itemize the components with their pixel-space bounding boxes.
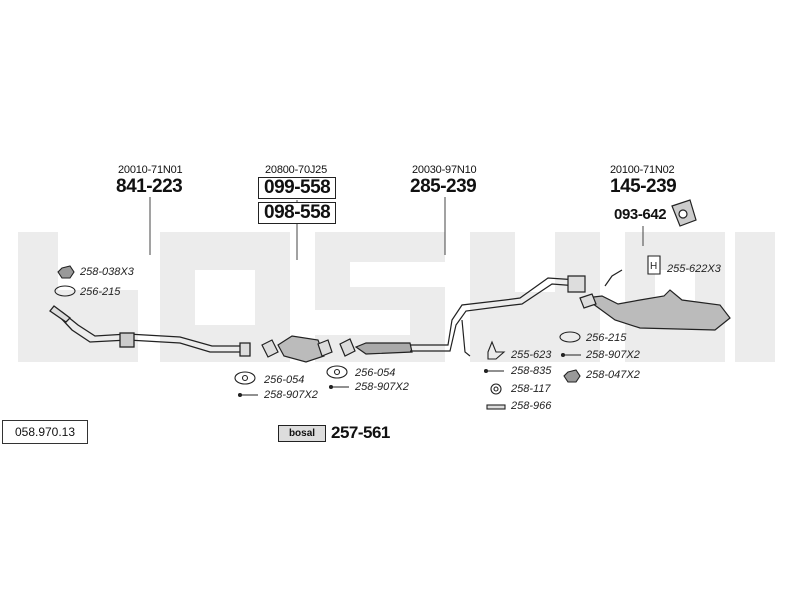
rubber-hanger-icon [671, 199, 697, 227]
part-number[interactable]: 285-239 [410, 176, 477, 197]
fitting-label[interactable]: 256-054 [355, 367, 396, 379]
gasket-flange-icon [234, 371, 256, 385]
fitting-label[interactable]: 256-215 [586, 332, 627, 344]
rear-silencer [579, 269, 731, 331]
catalytic-converter [261, 335, 333, 363]
fitting-label[interactable]: 258-907X2 [586, 349, 640, 361]
ring-icon [490, 383, 502, 395]
oe-number: 20800-70J25 [265, 164, 328, 176]
centre-pipe [339, 275, 586, 357]
part-number[interactable]: 841-223 [116, 176, 183, 197]
fitting-label[interactable]: 258-966 [511, 400, 552, 412]
bolt-icon [483, 368, 504, 374]
hanger-h-icon: H [647, 255, 661, 275]
part-number[interactable]: 145-239 [610, 176, 677, 197]
nut-icon [57, 265, 75, 279]
bolt-icon [560, 352, 581, 358]
part-number-hanger[interactable]: 093-642 [614, 206, 667, 223]
oe-number: 20100-71N02 [610, 164, 675, 176]
document-number: 058.970.13 [2, 420, 88, 444]
gasket-flange-icon [326, 365, 348, 379]
fitting-label[interactable]: 258-907X2 [355, 381, 409, 393]
kit-box-icon: bosal [278, 425, 326, 442]
hanger-icon [487, 340, 506, 360]
bolt-icon [237, 392, 258, 398]
gasket-ring-icon [559, 331, 581, 343]
gasket-ring-icon [54, 285, 76, 297]
front-pipe [49, 305, 251, 357]
bolt-icon [328, 384, 349, 390]
fitting-icons: H [54, 255, 661, 410]
nut-icon [563, 369, 581, 383]
svg-text:H: H [650, 261, 657, 272]
fitting-label[interactable]: 258-117 [511, 383, 551, 395]
clip-icon [486, 404, 506, 410]
oe-number: 20010-71N01 [118, 164, 183, 176]
kit-part-number[interactable]: 257-561 [331, 423, 390, 442]
part-number-boxed[interactable]: 098-558 [258, 202, 337, 224]
fitting-label[interactable]: 256-215 [80, 286, 121, 298]
fitting-label[interactable]: 255-622X3 [667, 263, 721, 275]
fitting-label[interactable]: 258-047X2 [586, 369, 640, 381]
fitting-label[interactable]: 255-623 [511, 349, 552, 361]
fitting-label[interactable]: 258-038X3 [80, 266, 134, 278]
part-number-boxed[interactable]: 099-558 [258, 177, 337, 199]
fitting-label[interactable]: 258-907X2 [264, 389, 318, 401]
fitting-label[interactable]: 258-835 [511, 365, 552, 377]
fitting-label[interactable]: 256-054 [264, 374, 305, 386]
oe-number: 20030-97N10 [412, 164, 477, 176]
